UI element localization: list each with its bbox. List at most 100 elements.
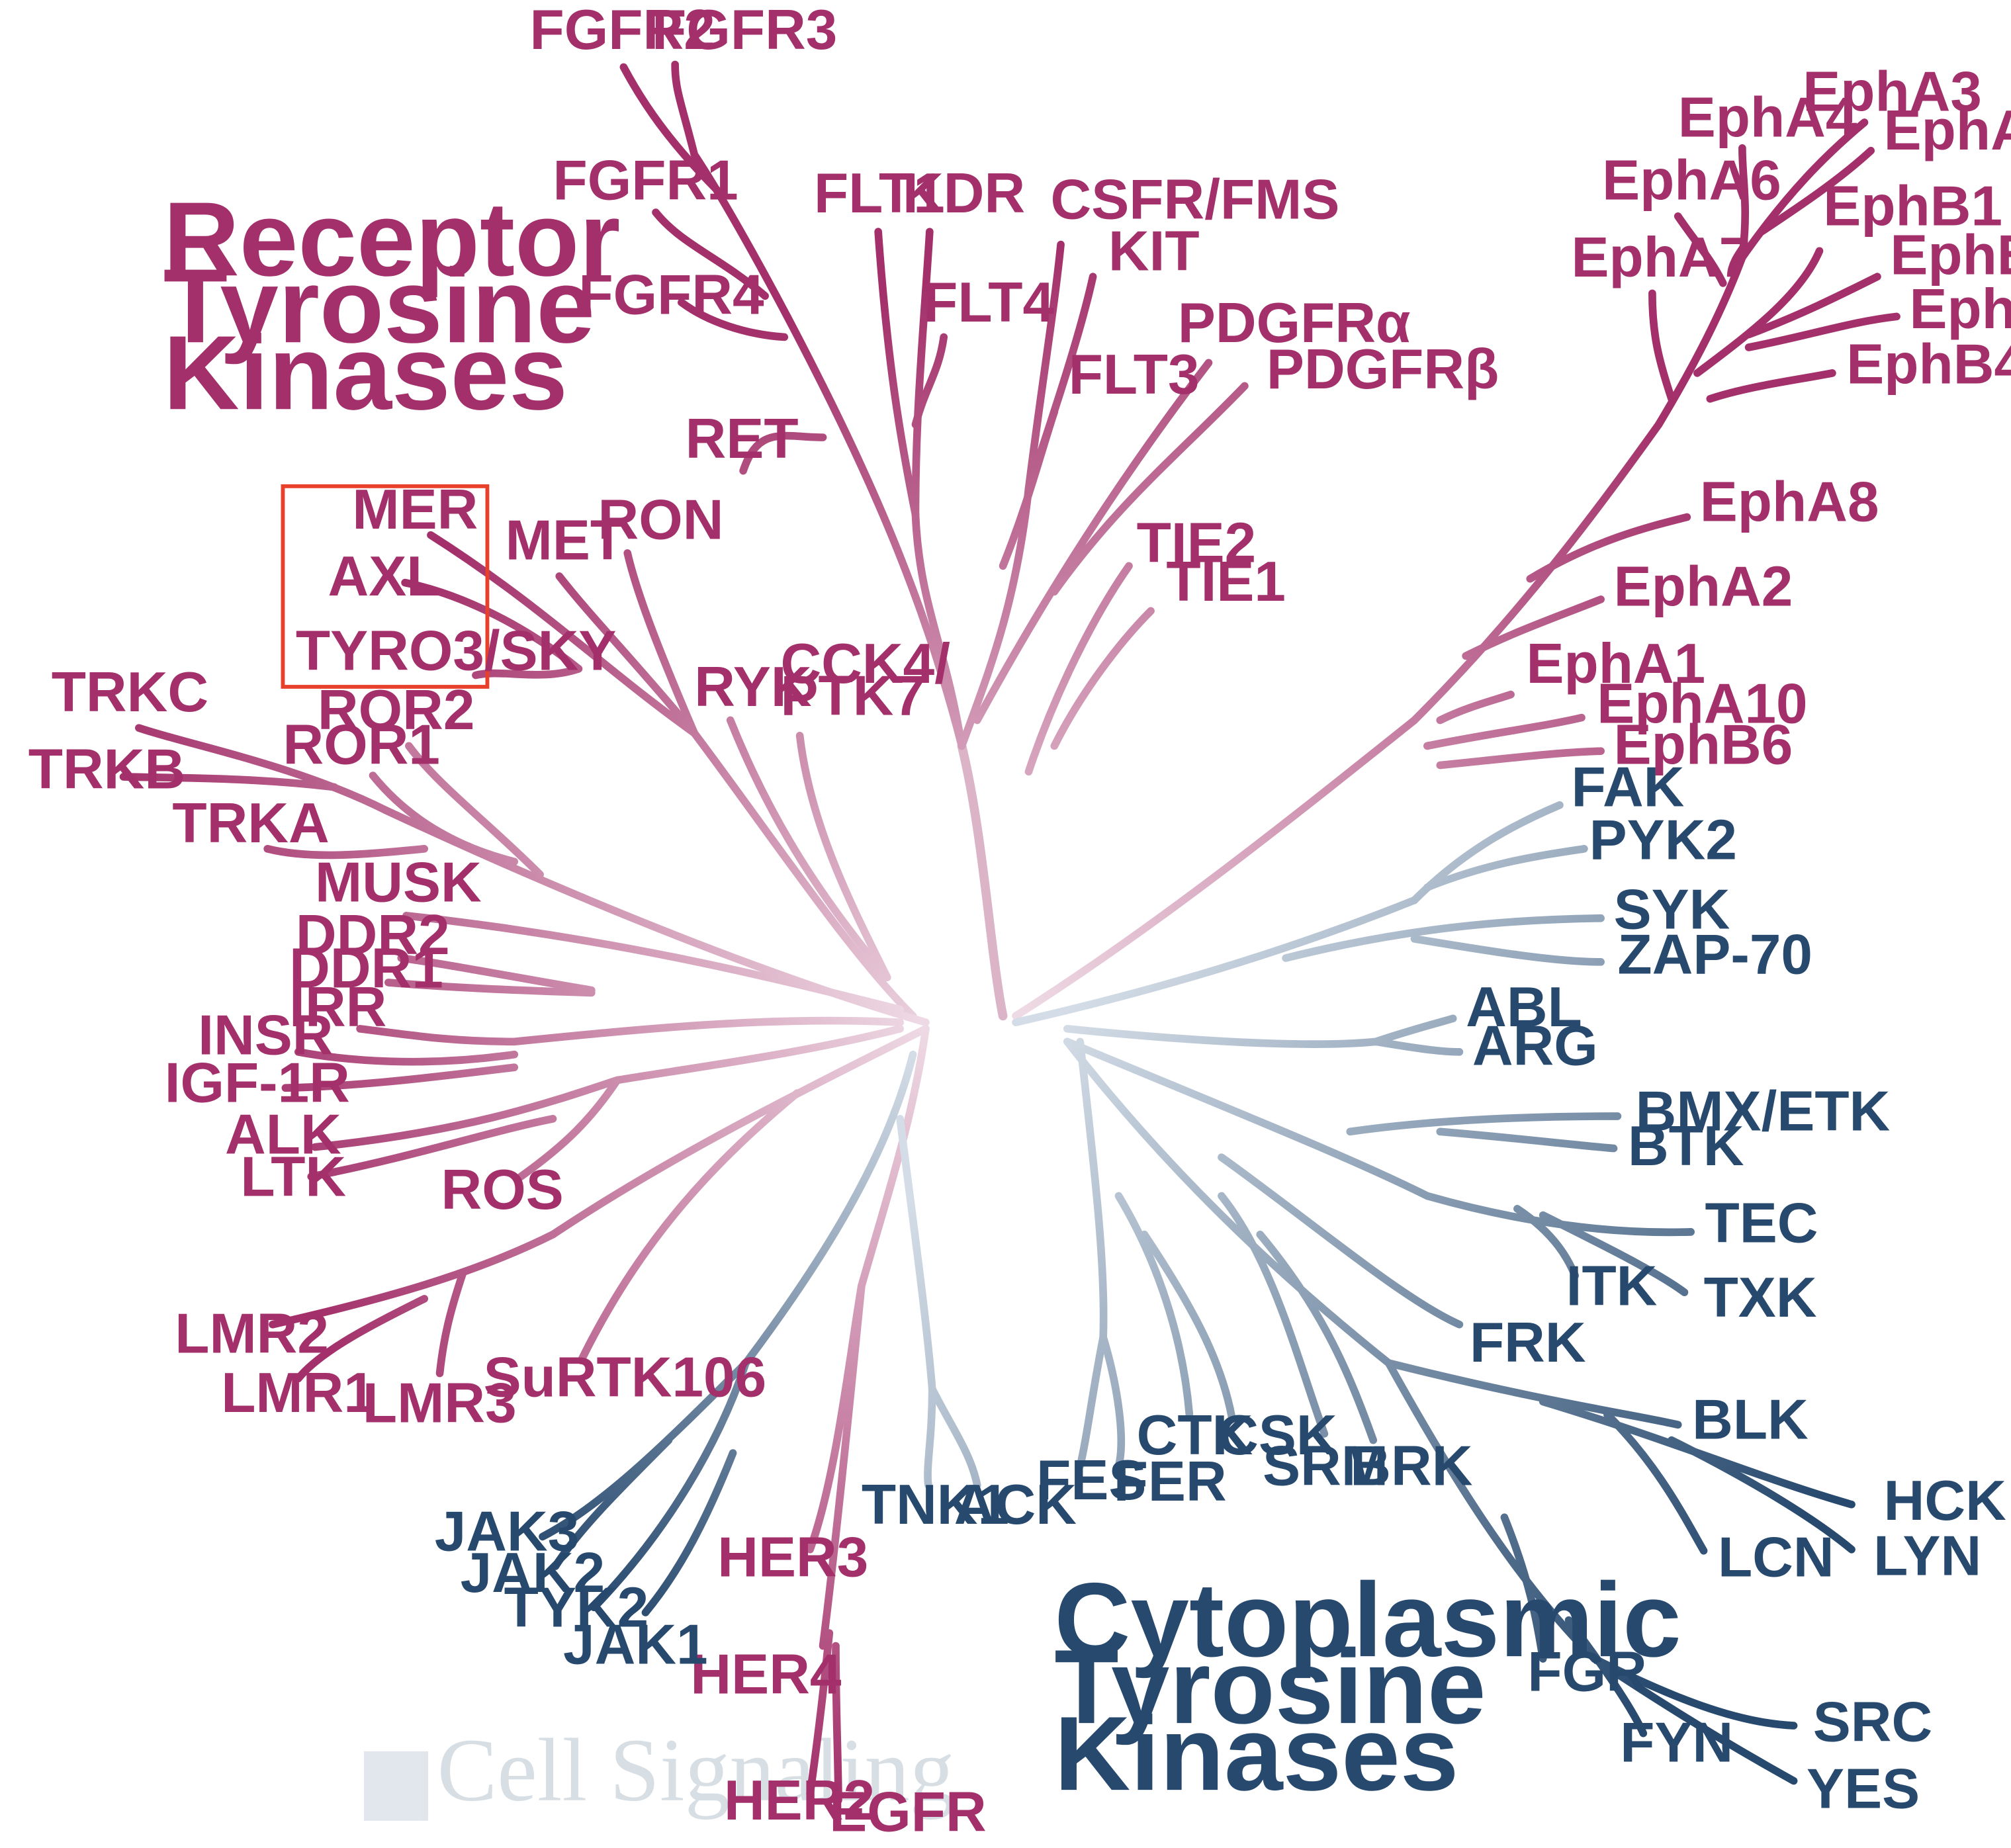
label-ryk: RYK [694, 656, 811, 719]
label-ror2: ROR2 [318, 679, 475, 742]
label-tyro3-sky: TYRO3/SKY [296, 620, 617, 683]
label-fgfr2: FGFR2 [530, 0, 715, 62]
label-her2: HER2 [724, 1769, 875, 1832]
label-ddr2: DDR2 [296, 904, 450, 967]
label-epha8: EphA8 [1700, 470, 1879, 533]
label-jak1: JAK1 [563, 1614, 708, 1677]
label-ephb3: EphB3 [1909, 278, 2011, 341]
label-ron: RON [598, 489, 724, 552]
label-srm: SRM [1263, 1435, 1388, 1498]
label-pdgfra: PDGFRα [1178, 292, 1411, 355]
label-tie2: TIE2 [1137, 512, 1257, 575]
label-frk: FRK [1470, 1311, 1586, 1374]
cytoplasmic-labels: FAK PYK2 SYK ZAP-70 ABL ARG BMX/ETK BTK … [435, 756, 2006, 1821]
label-tyk2: TYK2 [504, 1576, 649, 1639]
receptor-title: Receptor Tyrosine Kinases [163, 180, 621, 431]
label-blk: BLK [1692, 1389, 1809, 1452]
label-epha10: EphA10 [1597, 672, 1807, 735]
label-pyk2: PYK2 [1589, 809, 1737, 871]
label-epha5: EphA5 [1884, 99, 2011, 162]
label-ros: ROS [441, 1159, 563, 1221]
cytoplasmic-title-line-3: Kinases [1054, 1694, 1458, 1812]
label-ephb4: EphB4 [1846, 333, 2011, 396]
label-ctk: CTK [1137, 1404, 1253, 1467]
label-irr: IRR [289, 976, 386, 1039]
label-tec: TEC [1705, 1192, 1818, 1254]
label-lcn: LCN [1718, 1526, 1834, 1589]
cytoplasmic-title-line-1: Cytoplasmic [1054, 1561, 1681, 1679]
label-fgfr4: FGFR4 [578, 264, 764, 327]
receptor-title-line-3: Kinases [163, 314, 568, 431]
label-abl: ABL [1466, 976, 1582, 1039]
label-tie1: TIE1 [1166, 550, 1286, 613]
label-lyn: LYN [1873, 1525, 1981, 1588]
highlight-box-tam-family [281, 484, 490, 689]
label-syk: SYK [1614, 878, 1730, 941]
tree-logo-icon [363, 1751, 429, 1821]
watermark-text: Cell Signaling [437, 1721, 955, 1820]
label-her4: HER4 [690, 1643, 841, 1706]
label-fyn: FYN [1620, 1711, 1733, 1774]
label-axl: AXL [328, 545, 441, 608]
label-epha1: EphA1 [1526, 633, 1705, 695]
cytoplasmic-branches [539, 801, 1855, 1785]
label-bmx-etk: BMX/ETK [1636, 1080, 1891, 1143]
label-mer: MER [352, 478, 478, 541]
receptor-title-line-1: Receptor [163, 180, 621, 298]
receptor-labels: FGFR2 FGFR3 FGFR1 FGFR4 FLT1 KDR FLT4 CS… [28, 0, 2011, 1843]
label-ephb1: EphB1 [1823, 175, 2002, 238]
label-src: SRC [1813, 1691, 1933, 1753]
label-tnk1: TNK1 [862, 1474, 1009, 1536]
label-epha4: EphA4 [1678, 86, 1857, 149]
receptor-title-line-2: Tyrosine [163, 247, 595, 365]
label-epha2: EphA2 [1614, 556, 1793, 619]
label-insr: INSR [198, 1004, 333, 1067]
label-jak2: JAK2 [461, 1542, 605, 1605]
label-egfr: EGFR [829, 1781, 986, 1843]
label-fer: FER [1114, 1450, 1227, 1513]
label-ptk7: PTK7 [780, 665, 925, 728]
label-btk: BTK [1628, 1115, 1744, 1178]
label-fgfr3: FGFR3 [652, 0, 837, 62]
label-fak: FAK [1571, 756, 1684, 819]
label-csfr-fms: CSFR/FMS [1051, 169, 1340, 232]
label-yes: YES [1807, 1757, 1920, 1820]
label-kit: KIT [1108, 220, 1200, 283]
label-igf1r: IGF-1R [165, 1052, 350, 1115]
label-met: MET [506, 509, 625, 572]
label-flt3: FLT3 [1069, 343, 1200, 406]
label-hck: HCK [1884, 1470, 2006, 1532]
label-jak3: JAK3 [435, 1501, 580, 1563]
label-trkb: TRKB [28, 738, 185, 801]
label-fgfr1: FGFR1 [553, 150, 738, 212]
label-her3: HER3 [717, 1526, 868, 1589]
label-cck4: CCK4/ [780, 633, 950, 695]
label-csk: CSK [1218, 1404, 1337, 1467]
label-ltk: LTK [240, 1145, 346, 1208]
label-lmr3: LMR3 [363, 1372, 517, 1434]
label-lmr2: LMR2 [175, 1303, 329, 1366]
label-pdgfrb: PDGFRβ [1267, 338, 1499, 401]
receptor-branches [119, 60, 1900, 1804]
cytoplasmic-title-line-2: Tyrosine [1054, 1628, 1486, 1745]
label-ror1: ROR1 [283, 714, 440, 777]
label-ddr1: DDR1 [289, 938, 443, 1000]
label-brk: BRK [1350, 1435, 1472, 1498]
label-ack: ACK [954, 1474, 1077, 1536]
label-txk: TXK [1704, 1266, 1817, 1329]
label-flt4: FLT4 [923, 271, 1054, 334]
label-trkc: TRKC [52, 661, 208, 724]
label-kdr: KDR [903, 162, 1025, 225]
label-surtk106: SuRTK106 [484, 1346, 767, 1409]
label-arg: ARG [1472, 1014, 1598, 1077]
label-epha6: EphA6 [1602, 150, 1781, 212]
label-zap70: ZAP-70 [1617, 923, 1812, 986]
label-ephb6: EphB6 [1614, 714, 1793, 777]
label-flt1: FLT1 [814, 162, 945, 225]
label-lmr1: LMR1 [221, 1362, 375, 1425]
label-epha3: EphA3 [1803, 60, 1982, 123]
watermark: Cell Signaling [363, 1721, 955, 1821]
label-itk: ITK [1566, 1255, 1658, 1318]
label-fgr: FGR [1527, 1641, 1646, 1704]
